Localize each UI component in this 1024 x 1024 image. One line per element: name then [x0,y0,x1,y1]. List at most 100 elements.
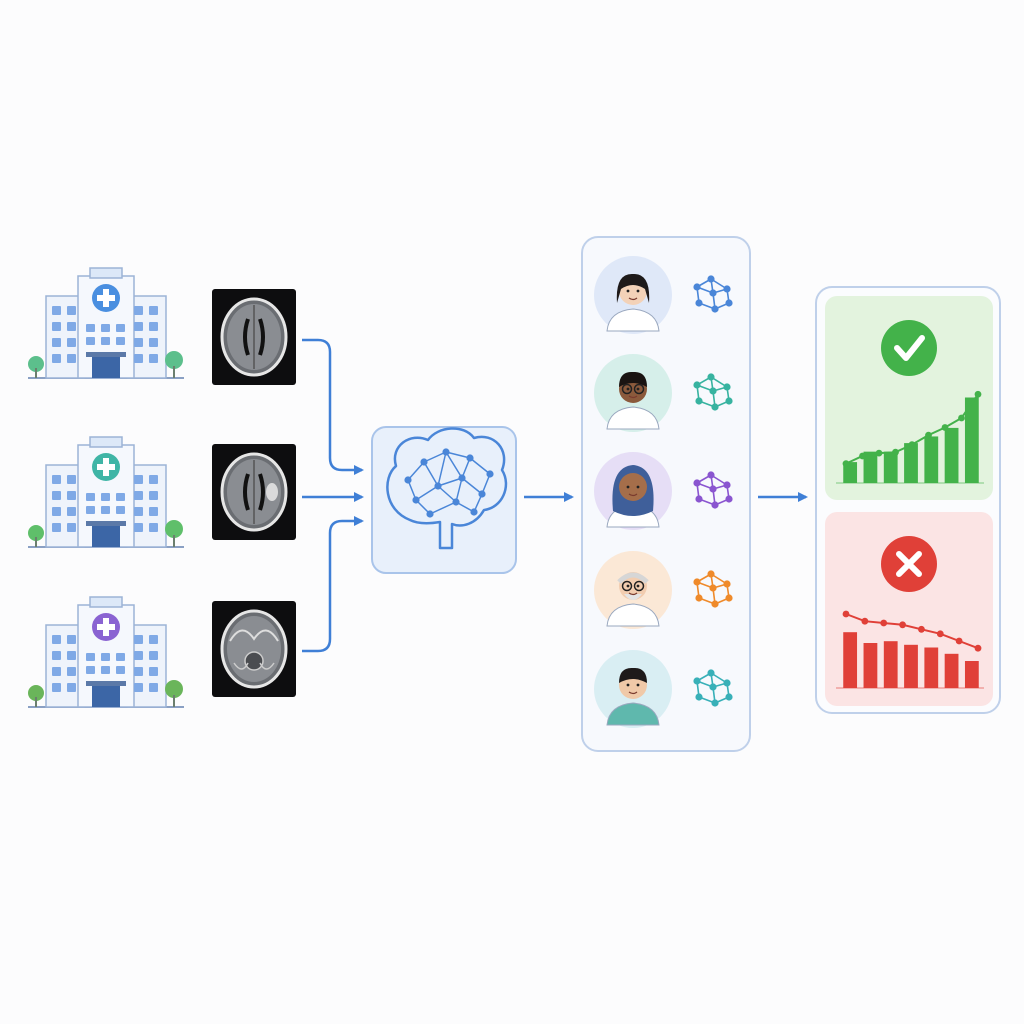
window [52,523,61,532]
arrow-scan1-to-model [302,338,364,475]
network-node [442,448,450,456]
window [67,507,76,516]
network-edge [429,501,457,515]
network-node [707,471,715,479]
entrance-door [92,526,120,547]
hair [619,667,647,683]
beard [624,594,642,600]
window [134,475,143,484]
network-edge [437,477,463,487]
hospital-1-building-icon [28,267,184,379]
network-edge [461,477,483,495]
network-node [723,481,731,489]
glasses-lens [621,580,633,592]
tower-cap [89,436,123,448]
trend-point [974,390,982,398]
window [116,653,125,661]
hospital-group [28,267,184,708]
coat [606,603,660,627]
tree-icon [28,685,44,701]
trend-point [859,452,866,460]
window [52,635,61,644]
glasses-lens [621,383,633,395]
network-node [707,275,715,283]
coat [606,702,660,726]
clinician-5-network-icon [693,669,733,707]
glasses-lens [633,383,645,395]
network-node [470,508,478,516]
network-node [693,283,701,291]
chart-bar [924,647,939,688]
network-edge [455,477,463,503]
hospital-3-building-icon [28,596,184,708]
trend-point [925,431,932,439]
cross-horizontal [97,464,115,470]
window [52,667,61,676]
window [149,651,158,660]
clinician-panel [581,236,751,752]
network-node [711,403,719,411]
network-node [711,305,719,313]
network-node [695,397,703,405]
network-node [426,510,434,518]
face [619,473,647,501]
coat [606,308,660,332]
network-node [709,485,717,493]
trend-point [941,424,949,431]
window [101,493,110,501]
network-node [458,474,466,482]
entrance-canopy [86,681,126,686]
window [52,491,61,500]
network-edge [437,485,457,503]
window [67,667,76,676]
outcome-panel [815,286,1001,714]
clinician-4-avatar [594,551,672,629]
mouth [628,395,638,399]
clinician-4-network-icon [693,570,733,608]
mouth [628,691,638,695]
eye [636,584,640,588]
window [101,666,110,674]
mouth [628,297,638,301]
window [52,683,61,692]
arrow-group [302,338,808,653]
window [67,635,76,644]
tree-icon [165,351,183,369]
cross-horizontal [97,295,115,301]
checkmark-icon [881,320,937,376]
network-node [434,482,442,490]
window [67,338,76,347]
window [52,651,61,660]
window [52,338,61,347]
trend-point [892,448,899,456]
network-node [693,479,701,487]
window [116,324,125,332]
network-edge [423,451,447,463]
brain-tissue [227,616,281,682]
window [149,322,158,331]
window [149,354,158,363]
network-node [709,289,717,297]
network-node [412,496,420,504]
eye [636,387,640,391]
window [101,337,110,345]
network-edge [437,451,447,487]
network-node [709,683,717,691]
clinician-3-avatar [594,452,672,530]
window [52,354,61,363]
window [134,523,143,532]
entrance-door [92,686,120,707]
chart-bar [843,462,858,483]
network-node [725,397,733,405]
trend-point [955,637,963,645]
window [149,667,158,676]
window [101,653,110,661]
network-node [693,677,701,685]
brain-mri-scan-icon [212,601,296,697]
eye [626,683,630,687]
window [86,653,95,661]
network-node [725,495,733,503]
network-node [709,584,717,592]
eye [626,289,630,293]
